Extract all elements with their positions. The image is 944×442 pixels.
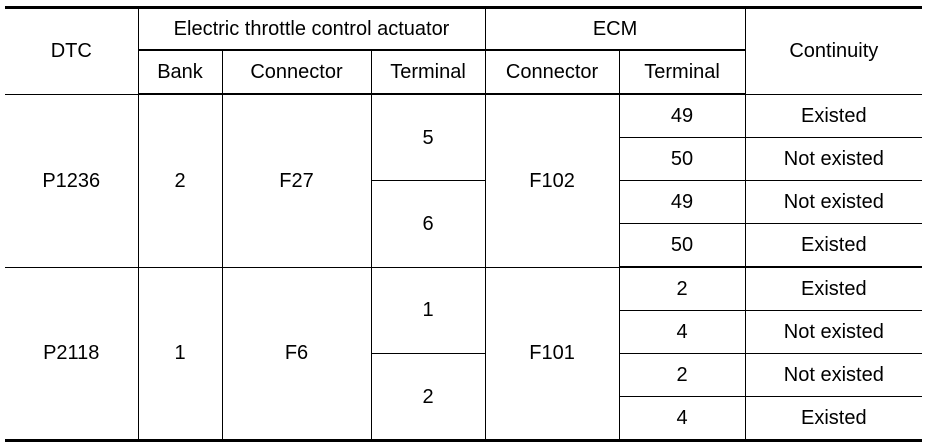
header-throttle-actuator: Electric throttle control actuator	[137, 7, 486, 51]
ecm-connector-cell: F102	[484, 93, 620, 268]
actuator-terminal-cell: 6	[371, 180, 486, 268]
ecm-terminal-cell: 4	[619, 396, 746, 441]
header-continuity: Continuity	[744, 7, 923, 95]
ecm-terminal-cell: 50	[619, 137, 746, 181]
ecm-terminal-cell: 2	[618, 266, 746, 311]
header-actuator-connector: Connector	[221, 49, 372, 95]
table-row: 50 Not existed	[5, 137, 923, 181]
continuity-cell: Not existed	[744, 353, 923, 397]
header-actuator-terminal: Terminal	[370, 49, 486, 95]
table-row: 4 Not existed	[5, 310, 923, 354]
table-row: P2118 1 F6 1 F101 2 Existed	[5, 266, 923, 441]
actuator-terminal-cell: 1	[370, 266, 486, 354]
table-row: P1236 2 F27 5 F102 49 Existed	[5, 93, 923, 268]
dtc-cell: P2118	[5, 266, 139, 441]
actuator-connector-cell: F6	[221, 266, 372, 441]
dtc-cell: P1236	[5, 93, 139, 268]
ecm-connector-cell: F101	[484, 266, 620, 441]
ecm-terminal-cell: 49	[618, 180, 746, 224]
continuity-table-container: DTC Electric throttle control actuator E…	[5, 6, 923, 442]
header-dtc: DTC	[5, 7, 139, 95]
continuity-cell: Not existed	[744, 137, 923, 181]
actuator-connector-cell: F27	[221, 93, 372, 268]
table-row: 50 Existed	[5, 223, 923, 268]
header-ecm-connector: Connector	[484, 49, 620, 95]
header-ecm-terminal: Terminal	[618, 49, 746, 95]
ecm-terminal-cell: 50	[619, 223, 746, 268]
header-bank: Bank	[138, 49, 223, 95]
ecm-terminal-cell: 4	[619, 310, 746, 354]
bank-cell: 2	[137, 93, 223, 268]
continuity-cell: Not existed	[744, 180, 923, 224]
ecm-terminal-cell: 2	[618, 353, 746, 397]
actuator-terminal-cell: 2	[371, 353, 486, 441]
continuity-cell: Existed	[744, 93, 923, 138]
table-row: 2 2 Not existed	[5, 353, 923, 441]
bank-cell: 1	[137, 266, 223, 441]
continuity-cell: Existed	[744, 396, 923, 441]
actuator-terminal-cell: 5	[370, 93, 486, 181]
continuity-table: DTC Electric throttle control actuator E…	[5, 6, 923, 442]
continuity-cell: Existed	[744, 223, 923, 268]
continuity-cell: Not existed	[744, 310, 923, 354]
table-row: 6 49 Not existed	[5, 180, 923, 268]
table-row: 4 Existed	[5, 396, 923, 441]
continuity-cell: Existed	[744, 266, 923, 311]
ecm-terminal-cell: 49	[618, 93, 746, 138]
header-ecm: ECM	[484, 7, 746, 51]
